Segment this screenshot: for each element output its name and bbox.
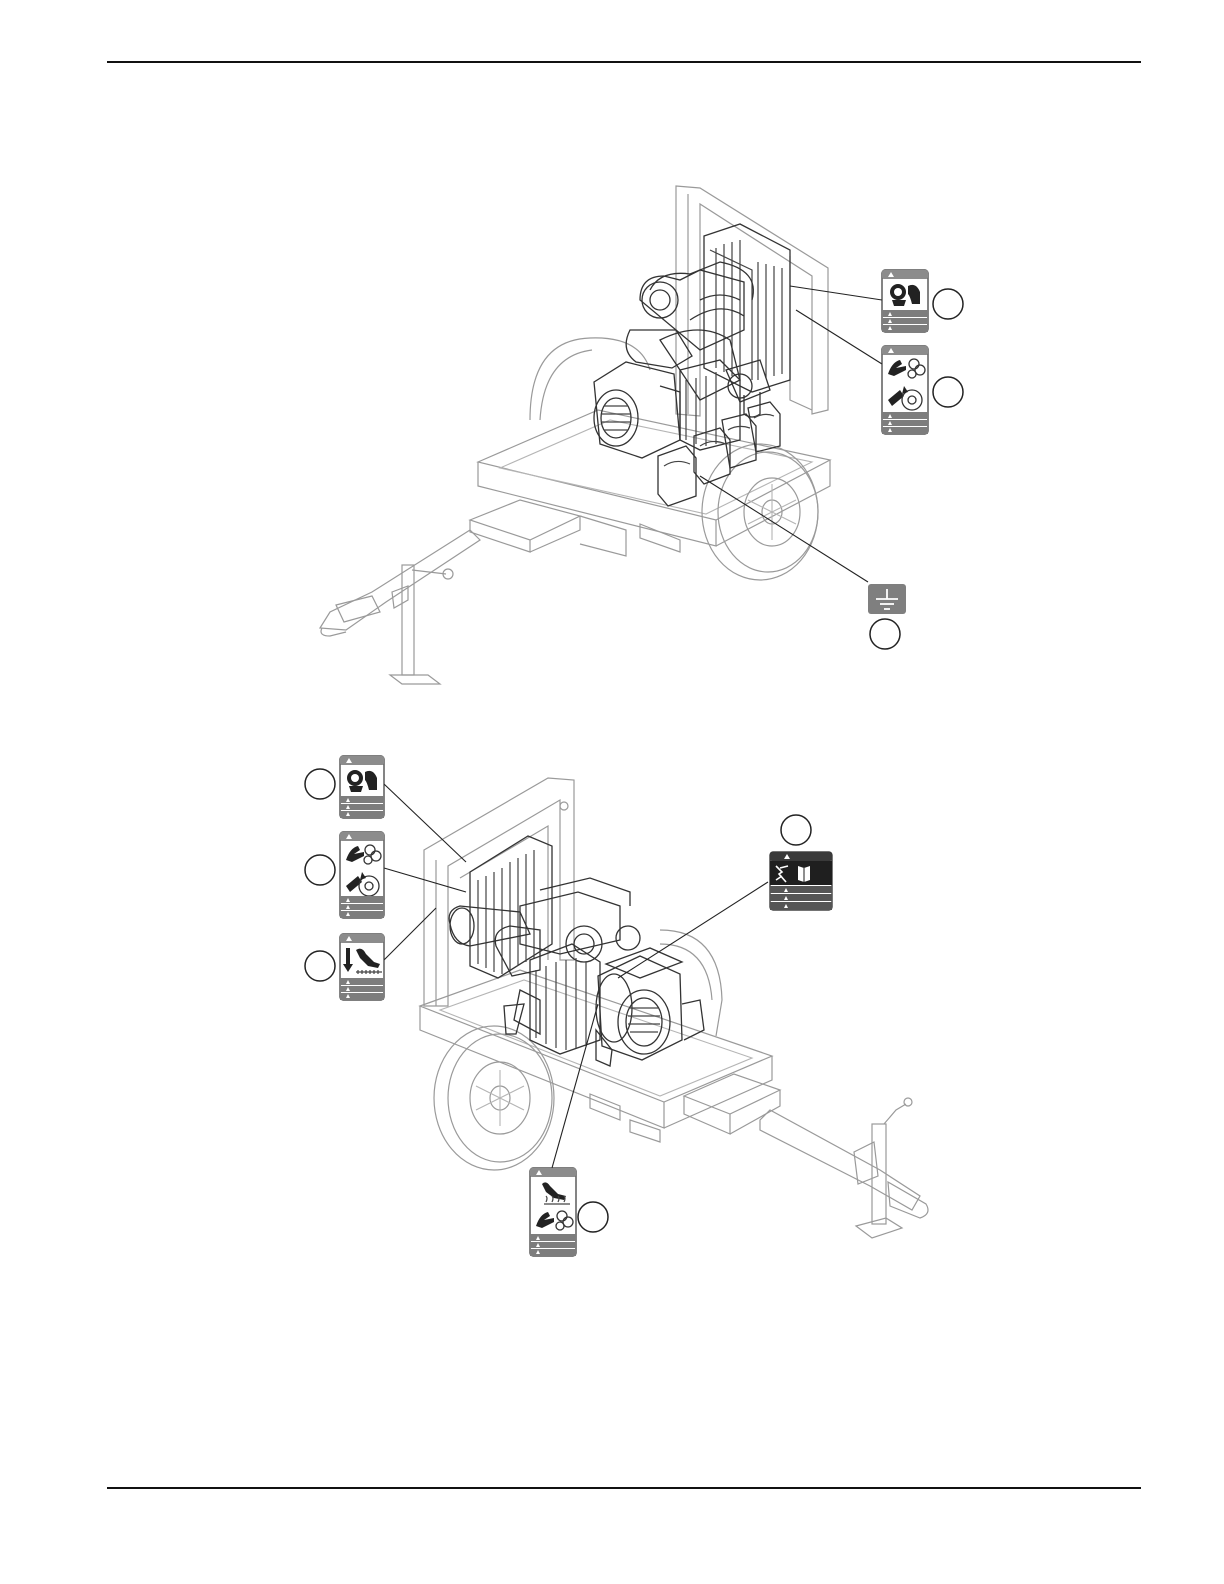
top-trailer-left-wheel (530, 338, 650, 420)
bottom-trailer-frame (424, 778, 574, 1006)
callout-bubble (305, 855, 335, 885)
bottom-trailer-right-wheel (660, 930, 722, 1036)
bottom-trailer-alternator (596, 948, 704, 1060)
rotating-parts-hazard-decal (340, 832, 384, 918)
crush-hazard-decal (340, 934, 384, 1000)
top-trailer-frame (676, 186, 828, 416)
engine-fan-hazard-decal (340, 756, 384, 818)
ground-symbol-decal (868, 584, 906, 614)
callout-bubble (578, 1202, 608, 1232)
callout-bubble (305, 769, 335, 799)
rotating-parts-hazard-decal (882, 346, 928, 434)
callout-bubble (781, 815, 811, 845)
callout-bubble (933, 289, 963, 319)
top-trailer-right-wheel (702, 444, 818, 580)
bottom-trailer-tongue (760, 1098, 928, 1238)
top-trailer-chassis (470, 410, 830, 556)
top-trailer-engine (626, 262, 770, 450)
engine-fan-hazard-decal (882, 270, 928, 332)
callout-bubble (870, 619, 900, 649)
callout-bubble (305, 951, 335, 981)
electric-shock-read-manual-decal (770, 852, 832, 910)
top-trailer-tongue (320, 530, 480, 684)
top-trailer-tanks (658, 402, 780, 506)
hot-surface-rotating-parts-decal (530, 1168, 576, 1256)
top-trailer-alternator (594, 362, 680, 458)
callout-bubble (933, 377, 963, 407)
